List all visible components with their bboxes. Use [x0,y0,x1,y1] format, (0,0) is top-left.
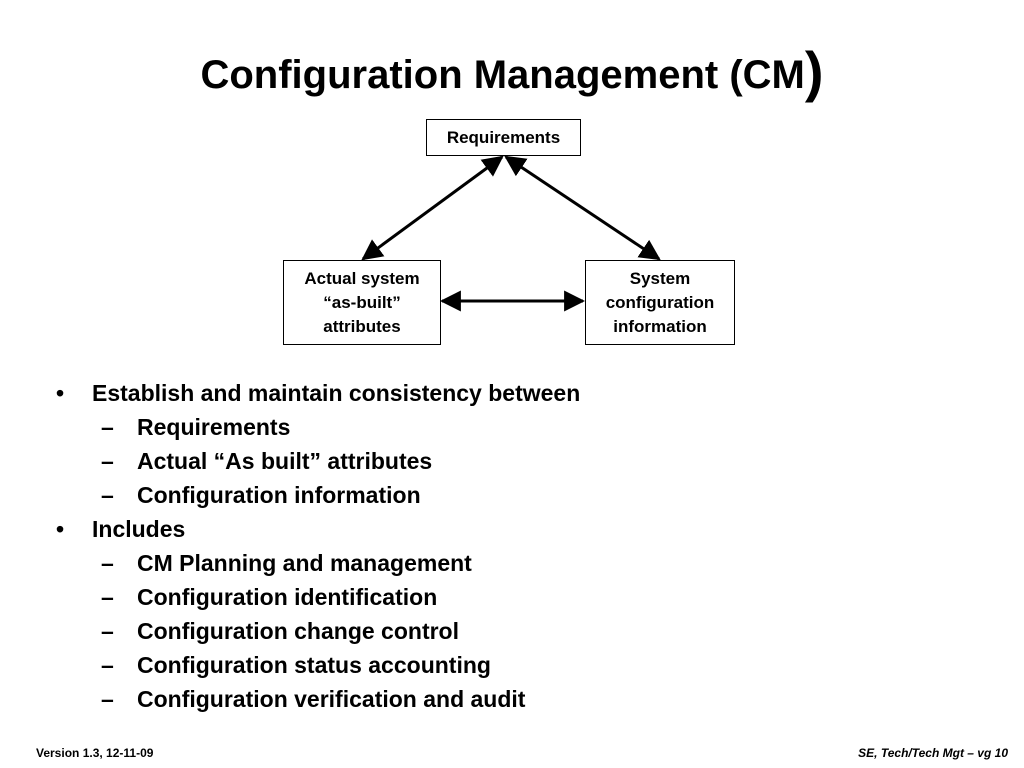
slide-title-close-paren: ) [804,40,824,103]
system-configuration-box: System configuration information [585,260,735,345]
actual-system-line-2: “as-built” [323,292,401,312]
list-item: • Includes [56,512,580,546]
list-item: –Requirements [56,410,580,444]
dash-marker: – [101,584,114,610]
list-item: –Configuration identification [56,580,580,614]
list-item-text: Configuration verification and audit [137,686,526,712]
list-item-text: Establish and maintain consistency betwe… [92,380,581,406]
list-item: –Configuration status accounting [56,648,580,682]
list-item: –Configuration change control [56,614,580,648]
list-item-text: Requirements [137,414,291,440]
list-item-text: Configuration status accounting [137,652,491,678]
system-config-line-2: configuration [605,292,715,312]
dash-marker: – [101,652,114,678]
dash-marker: – [101,448,114,474]
dash-marker: – [101,550,114,576]
list-item-text: Configuration information [137,482,421,508]
list-item-text: CM Planning and management [137,550,472,576]
list-item-text: Configuration identification [137,584,438,610]
dash-marker: – [101,618,114,644]
requirements-label: Requirements [446,127,561,147]
dash-marker: – [101,482,114,508]
list-item-text: Includes [92,516,186,542]
arrow-requirements-config [504,155,661,261]
slide-title: Configuration Management (CM) [0,42,1024,105]
slide-title-text: Configuration Management (CM [200,53,805,97]
list-item-text: Actual “As built” attributes [137,448,433,474]
actual-system-box: Actual system “as-built” attributes [283,260,441,345]
bullet-marker: • [56,516,65,542]
system-config-line-1: System [629,268,691,288]
footer-page-info: SE, Tech/Tech Mgt – vg 10 [858,746,1008,760]
footer-version: Version 1.3, 12-11-09 [36,746,154,760]
list-item-text: Configuration change control [137,618,459,644]
system-config-line-3: information [613,316,707,336]
bullet-list: • Establish and maintain consistency betw… [56,376,580,716]
dash-marker: – [101,686,114,712]
dash-marker: – [101,414,114,440]
arrow-requirements-actual [361,155,504,261]
list-item: –Actual “As built” attributes [56,444,580,478]
requirements-box: Requirements [426,119,581,156]
list-item: –Configuration verification and audit [56,682,580,716]
actual-system-line-3: attributes [323,316,401,336]
list-item: • Establish and maintain consistency betw… [56,376,580,410]
bullet-marker: • [56,380,65,406]
list-item: –CM Planning and management [56,546,580,580]
list-item: –Configuration information [56,478,580,512]
actual-system-line-1: Actual system [304,268,420,288]
